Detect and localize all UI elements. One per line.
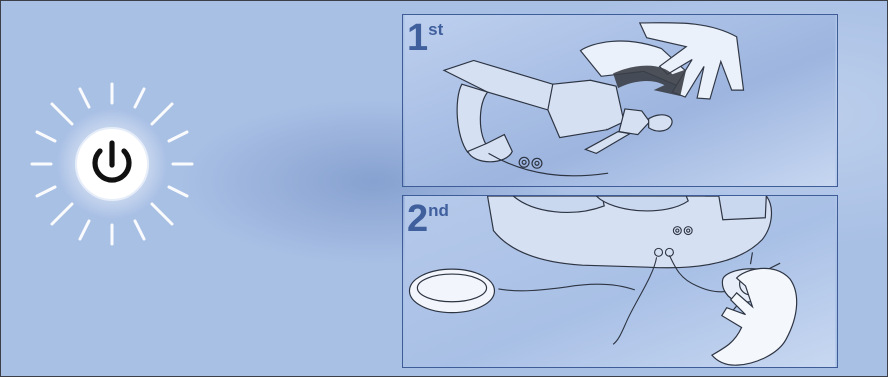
step-2-number: 2 bbox=[407, 200, 427, 238]
robot-arm-illustration bbox=[403, 15, 837, 186]
step-2-panel: 2 nd bbox=[402, 195, 838, 368]
step-2-suffix: nd bbox=[428, 202, 449, 219]
step-1-panel: 1 st bbox=[402, 14, 838, 187]
step-1-label: 1 st bbox=[407, 19, 443, 57]
power-button-glow[interactable] bbox=[27, 79, 197, 249]
step-1-suffix: st bbox=[428, 21, 443, 38]
base-and-switch-illustration bbox=[403, 196, 837, 367]
step-1-number: 1 bbox=[407, 19, 427, 57]
step-2-label: 2 nd bbox=[407, 200, 449, 238]
power-icon bbox=[27, 79, 197, 249]
